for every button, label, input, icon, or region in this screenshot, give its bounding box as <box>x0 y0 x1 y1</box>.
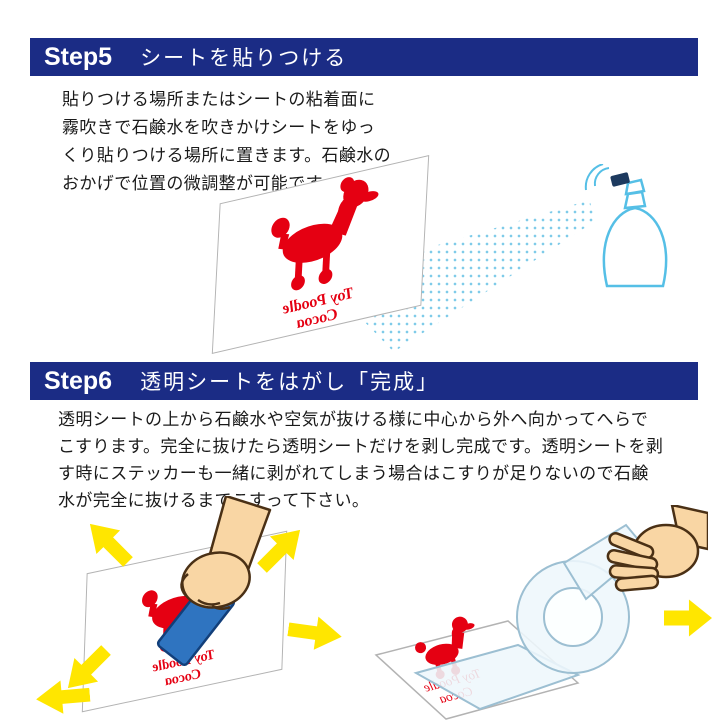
step5-paragraph: 貼りつける場所またはシートの粘着面に 霧吹きで石鹸水を吹きかけシートをゆっ くり… <box>62 86 391 198</box>
step6-rub-illustration: Toy Poodle Cocoa <box>40 496 345 723</box>
paragraph-line: 貼りつける場所またはシートの粘着面に <box>62 90 376 109</box>
step6-label: Step6 <box>44 366 113 395</box>
arrow-right-icon <box>286 610 345 655</box>
step6-title: 透明シートをはがし「完成」 <box>140 371 440 394</box>
paragraph-line: くり貼りつける場所に置きます。石鹸水の <box>62 146 392 165</box>
sticker-sheet: Toy Poodle Cocoa <box>211 154 430 355</box>
spray-nozzle-tip <box>610 172 630 187</box>
paragraph-line: す時にステッカーも一緒に剥がれてしまう場合はこすりが足りないので石鹸 <box>58 464 649 483</box>
paragraph-line: こすります。完全に抜けたら透明シートだけを剥し完成です。透明シートを剥 <box>58 437 664 456</box>
paragraph-line: 水が完全に抜けるまでこすって下さい。 <box>58 491 370 510</box>
spray-bottle-icon <box>584 164 668 288</box>
step5-header: Step5 シートを貼りつける <box>30 38 698 76</box>
step5-title: シートを貼りつける <box>140 47 348 70</box>
peel-film-graphic: Toy Poodle Cocoa <box>374 503 710 720</box>
paragraph-line: 霧吹きで石鹸水を吹きかけシートをゆっ <box>62 118 376 137</box>
hand-with-squeegee <box>156 496 272 667</box>
step6-header: Step6 透明シートをはがし「完成」 <box>30 362 698 400</box>
paragraph-line: 透明シートの上から石鹸水や空気が抜ける様に中心から外へ向かってへらで <box>58 410 649 429</box>
step5-illustration: Toy Poodle Cocoa <box>205 148 700 360</box>
paragraph-line: おかげで位置の微調整が可能です。 <box>62 174 339 193</box>
step5-label: Step5 <box>44 42 113 71</box>
poodle-graphic <box>270 177 378 291</box>
rubbing-hand <box>180 496 272 610</box>
step6-peel-illustration: Toy Poodle Cocoa <box>368 503 712 723</box>
peeling-hand <box>606 503 710 592</box>
step6-paragraph: 透明シートの上から石鹸水や空気が抜ける様に中心から外へ向かってへらで こすります… <box>58 406 663 514</box>
